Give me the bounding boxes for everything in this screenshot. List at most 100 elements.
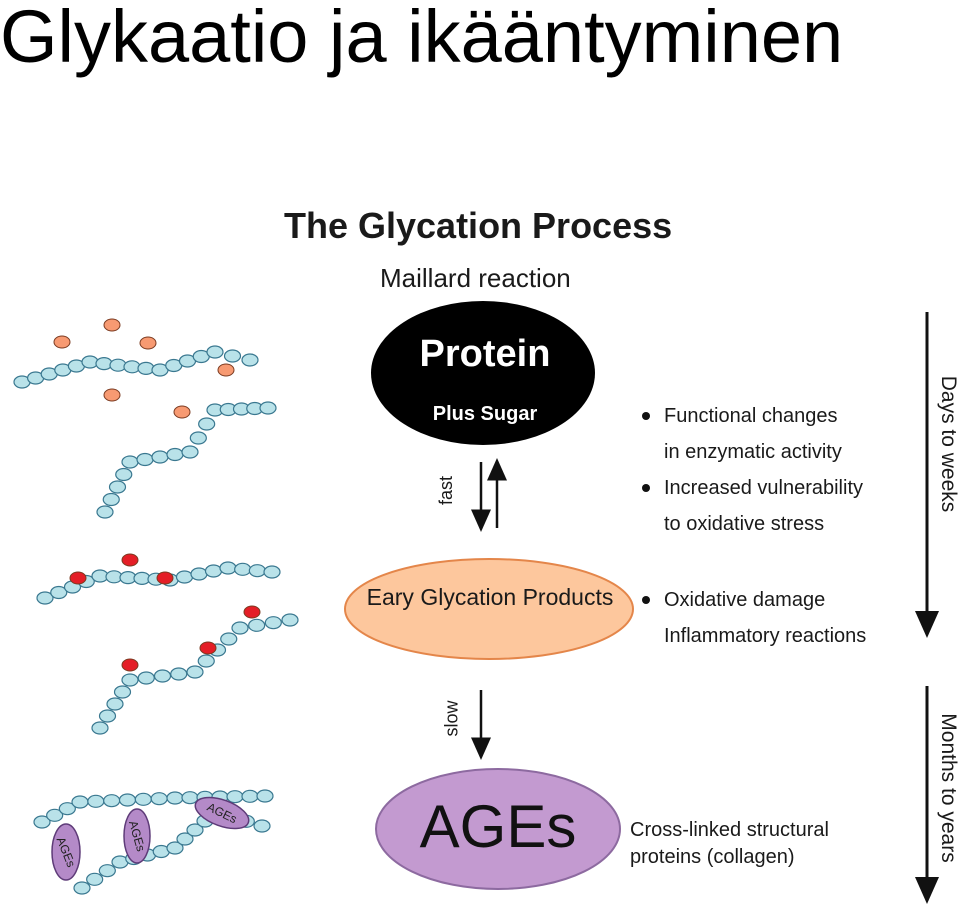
amino-acid-bead — [98, 709, 117, 723]
amino-acid-bead — [241, 789, 259, 803]
mid-effects-list: Oxidative damage Inflammatory reactions — [640, 582, 866, 654]
amino-acid-bead — [166, 791, 184, 805]
amino-acid-bead — [259, 401, 277, 415]
amino-acid-bead — [102, 492, 120, 507]
amino-acid-bead — [190, 567, 208, 581]
diagram-subtitle: Maillard reaction — [380, 263, 571, 293]
amino-acid-bead — [204, 564, 223, 578]
effect-item: to oxidative stress — [664, 513, 825, 535]
amino-acid-bead — [248, 564, 266, 578]
age-crosslink-tag: AGEs — [194, 796, 250, 830]
amino-acid-bead — [153, 669, 172, 683]
ages-effect-line: Cross-linked structural — [630, 819, 829, 841]
amino-acid-bead — [219, 561, 237, 575]
amino-acid-bead — [176, 832, 194, 846]
ages-node — [375, 768, 621, 890]
amino-acid-bead — [121, 455, 139, 469]
fast-label: fast — [436, 475, 457, 506]
amino-acid-bead — [166, 841, 184, 855]
amino-acid-bead — [170, 667, 188, 681]
amino-acid-bead — [281, 613, 299, 627]
amino-acid-bead — [81, 355, 99, 369]
sugar-molecule — [139, 336, 157, 350]
amino-acid-bead — [137, 361, 155, 375]
diagram-title: The Glycation Process — [284, 205, 673, 246]
amino-acid-bead — [87, 794, 105, 808]
amino-acid-bead — [198, 417, 216, 431]
amino-acid-bead — [98, 864, 116, 878]
early-glycation-label: Eary Glycation Products — [366, 584, 614, 610]
sugar-molecule — [217, 363, 235, 377]
amino-acid-bead — [263, 565, 281, 579]
amino-acid-bead — [118, 793, 137, 807]
sugar-molecule — [173, 405, 191, 419]
amino-acid-bead — [253, 819, 271, 833]
amino-acid-bead — [86, 872, 104, 886]
amino-acid-bead — [108, 480, 127, 494]
amino-acid-bead — [234, 562, 252, 576]
amino-acid-bead — [186, 823, 204, 837]
amino-acid-bead — [109, 358, 127, 372]
amino-acid-bead — [123, 360, 141, 374]
amino-acid-bead — [206, 345, 224, 359]
effect-item: in enzymatic activity — [664, 441, 842, 463]
amino-acid-bead — [197, 654, 215, 668]
protein-label: Protein — [419, 333, 551, 375]
amino-acid-bead — [91, 721, 109, 735]
amino-acid-bead — [96, 505, 114, 519]
sugar-molecule — [103, 318, 121, 332]
ages-effect-line: proteins (collagen) — [630, 846, 795, 868]
amino-acid-bead — [121, 673, 139, 687]
early-effects-list: Functional changes in enzymatic activity… — [640, 398, 863, 542]
glycation-site — [243, 605, 261, 619]
early-glycation-node — [344, 558, 634, 660]
protein-chain-illustration — [13, 345, 299, 895]
effect-item: Increased vulnerability — [640, 470, 863, 506]
slow-label: slow — [441, 700, 462, 737]
timeline-short-label: Days to weeks — [937, 375, 960, 513]
amino-acid-bead — [137, 671, 155, 685]
timeline-long-label: Months to years — [937, 713, 960, 863]
amino-acid-bead — [33, 815, 51, 829]
sugar-molecule — [103, 388, 121, 402]
ages-effect-text: Cross-linked structural proteins (collag… — [630, 817, 829, 871]
glycation-site — [121, 553, 139, 567]
ages-label: AGEs — [419, 793, 577, 860]
amino-acid-bead — [220, 632, 238, 646]
protein-node — [371, 301, 595, 445]
amino-acid-bead — [248, 618, 266, 632]
amino-acid-bead — [58, 802, 76, 816]
amino-acid-bead — [223, 349, 242, 363]
amino-acid-bead — [181, 445, 199, 459]
amino-acid-bead — [46, 808, 64, 822]
glycation-sites — [69, 553, 261, 672]
sugar-molecules — [53, 318, 235, 419]
effect-item: Inflammatory reactions — [664, 625, 867, 647]
amino-acid-bead — [113, 685, 132, 699]
amino-acid-bead — [150, 792, 168, 806]
amino-acid-bead — [151, 450, 169, 464]
glycation-site — [121, 658, 139, 672]
age-crosslink-tag: AGEs — [51, 823, 81, 881]
glycation-site — [156, 571, 174, 585]
amino-acid-bead — [166, 447, 184, 462]
amino-acid-bead — [134, 792, 152, 806]
amino-acid-bead — [264, 616, 282, 630]
amino-acid-bead — [36, 591, 54, 605]
amino-acid-bead — [95, 357, 113, 371]
amino-acid-bead — [115, 467, 133, 482]
effect-item: Functional changes — [640, 398, 863, 434]
amino-acid-bead — [241, 353, 259, 367]
amino-acid-bead — [189, 431, 207, 445]
amino-acid-bead — [231, 621, 249, 635]
amino-acid-bead — [103, 794, 121, 808]
amino-acid-bead — [175, 570, 194, 584]
protein-sublabel: Plus Sugar — [432, 403, 538, 425]
amino-acid-bead — [106, 697, 124, 711]
age-crosslink-tag: AGEs — [123, 808, 151, 864]
amino-acid-bead — [186, 665, 204, 679]
glycation-site — [69, 571, 87, 585]
glycation-site — [199, 641, 217, 655]
amino-acid-bead — [50, 585, 68, 600]
